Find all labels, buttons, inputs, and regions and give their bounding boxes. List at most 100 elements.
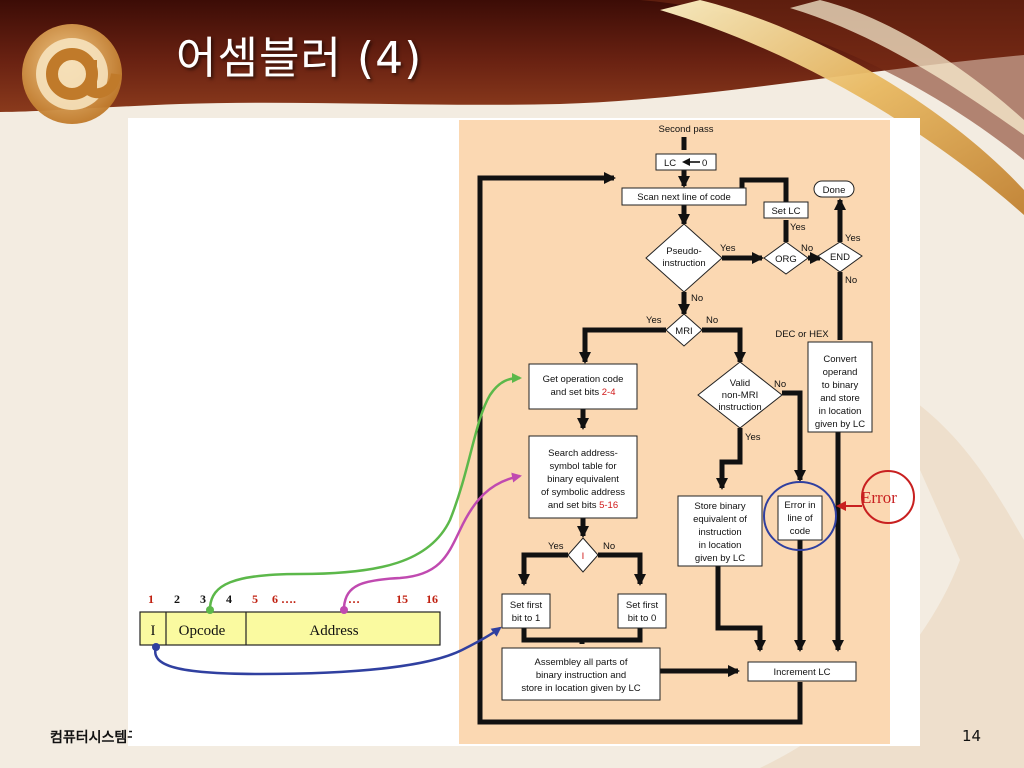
svg-text:Error: Error: [861, 488, 897, 507]
i-bit-decision: I: [567, 537, 599, 573]
valid-non-mri-decision: Valid non-MRI instruction: [697, 361, 783, 429]
svg-text:No: No: [603, 541, 615, 552]
svg-text:Error in: Error in: [784, 500, 815, 511]
svg-text:Set first: Set first: [626, 600, 659, 611]
slide-title: 어셈블러 (4): [176, 33, 423, 84]
org-decision: ORG: [763, 241, 809, 275]
svg-text:Convert: Convert: [823, 354, 857, 365]
svg-text:Yes: Yes: [790, 222, 806, 233]
svg-text:0: 0: [702, 158, 707, 169]
get-opcode-box: Get operation code and set bits 2-4: [528, 363, 638, 410]
svg-text:store in location given by LC: store in location given by LC: [521, 683, 640, 694]
svg-text:Scan next line of code: Scan next line of code: [637, 192, 730, 203]
svg-text:Increment LC: Increment LC: [773, 667, 830, 678]
svg-text:binary equivalent: binary equivalent: [547, 474, 619, 485]
svg-text:binary instruction and: binary instruction and: [536, 670, 626, 681]
svg-text:LC: LC: [664, 158, 676, 169]
svg-text:symbol table for: symbol table for: [549, 461, 616, 472]
search-symbol-table-box: Search address- symbol table for binary …: [528, 435, 638, 519]
svg-text:ORG: ORG: [775, 254, 797, 265]
svg-text:in location: in location: [699, 540, 742, 551]
svg-text:…: …: [348, 592, 360, 606]
mri-decision: MRI: [665, 313, 703, 347]
svg-text:Yes: Yes: [745, 432, 761, 443]
svg-text:Assembley all parts of: Assembley all parts of: [535, 657, 628, 668]
field-i: I: [151, 623, 156, 639]
svg-text:Done: Done: [823, 185, 846, 196]
store-binary-box: Store binary equivalent of instruction i…: [677, 495, 763, 567]
svg-text:and set bits 5-16: and set bits 5-16: [548, 500, 618, 511]
svg-text:Get operation code: Get operation code: [543, 374, 624, 385]
svg-text:Yes: Yes: [548, 541, 564, 552]
svg-text:and set bits 2-4: and set bits 2-4: [551, 387, 616, 398]
set-lc-box: Set LC: [763, 201, 809, 219]
svg-text:and store: and store: [820, 393, 860, 404]
svg-text:Store binary: Store binary: [694, 501, 745, 512]
slide-number: 14: [962, 727, 982, 745]
svg-text:1: 1: [148, 592, 154, 606]
svg-text:in location: in location: [819, 406, 862, 417]
svg-text:Yes: Yes: [845, 233, 861, 244]
svg-text:Yes: Yes: [720, 243, 736, 254]
svg-text:line of: line of: [787, 513, 813, 524]
svg-text:non-MRI: non-MRI: [722, 390, 758, 401]
format-register: [139, 611, 441, 646]
svg-text:5: 5: [252, 592, 258, 606]
svg-text:Pseudo-: Pseudo-: [666, 246, 701, 257]
dec-hex-label: DEC or HEX: [775, 329, 829, 340]
assemble-parts-box: Assembley all parts of binary instructio…: [501, 647, 661, 701]
field-address: Address: [309, 623, 358, 639]
svg-text:instruction: instruction: [698, 527, 741, 538]
done-terminal: Done: [813, 180, 855, 198]
svg-text:Set first: Set first: [510, 600, 543, 611]
footer-course-title: 컴퓨터시스템구조: [50, 730, 132, 746]
svg-text:I: I: [582, 551, 585, 562]
svg-text:No: No: [774, 379, 786, 390]
svg-text:instruction: instruction: [662, 258, 705, 269]
svg-text:No: No: [691, 293, 703, 304]
scan-next-line-box: Scan next line of code: [621, 187, 747, 206]
address-mapping-arrow: [342, 472, 522, 608]
mapping-arrows: [152, 373, 522, 676]
svg-text:4: 4: [226, 592, 232, 606]
set-first-bit-1-box: Set first bit to 1: [501, 593, 551, 629]
bit-numbers: 1 2 3 4 5 6 …. … 15 16: [148, 592, 438, 606]
error-callout: Error: [836, 470, 915, 524]
lc-init-box: LC 0: [655, 153, 717, 171]
svg-text:bit to 0: bit to 0: [628, 613, 657, 624]
increment-lc-box: Increment LC: [747, 661, 857, 682]
svg-text:Yes: Yes: [646, 315, 662, 326]
at-logo-icon: [22, 24, 122, 124]
svg-text:3: 3: [200, 592, 206, 606]
second-pass-label: Second pass: [659, 124, 714, 135]
svg-text:operand: operand: [823, 367, 858, 378]
svg-text:END: END: [830, 252, 850, 263]
i-bit-mapping-arrow: [153, 626, 502, 676]
error-in-line-box: Error in line of code: [763, 481, 837, 551]
svg-text:No: No: [706, 315, 718, 326]
svg-text:given by LC: given by LC: [695, 553, 745, 564]
flow-lines: [477, 137, 846, 725]
instruction-format: 1 2 3 4 5 6 …. … 15 16 I Opcode Address: [139, 592, 441, 646]
opcode-mapping-arrow: [208, 373, 522, 608]
convert-operand-box: Convert operand to binary and store in l…: [807, 341, 873, 433]
svg-text:of symbolic address: of symbolic address: [541, 487, 625, 498]
svg-text:Valid: Valid: [730, 378, 750, 389]
pseudo-instruction-decision: Pseudo- instruction: [645, 223, 723, 293]
svg-text:Search address-: Search address-: [548, 448, 618, 459]
svg-text:given by LC: given by LC: [815, 419, 865, 430]
svg-text:No: No: [801, 243, 813, 254]
svg-text:equivalent of: equivalent of: [693, 514, 747, 525]
svg-text:instruction: instruction: [718, 402, 761, 413]
svg-text:2: 2: [174, 592, 180, 606]
svg-text:code: code: [790, 526, 811, 537]
branch-labels: Yes Yes No Yes No No Yes No No Yes Yes N…: [548, 222, 861, 552]
end-decision: END: [817, 241, 863, 273]
svg-text:to binary: to binary: [822, 380, 859, 391]
svg-text:6 ….: 6 ….: [272, 592, 296, 606]
field-opcode: Opcode: [179, 623, 226, 639]
svg-text:15: 15: [396, 592, 408, 606]
svg-text:MRI: MRI: [675, 326, 692, 337]
